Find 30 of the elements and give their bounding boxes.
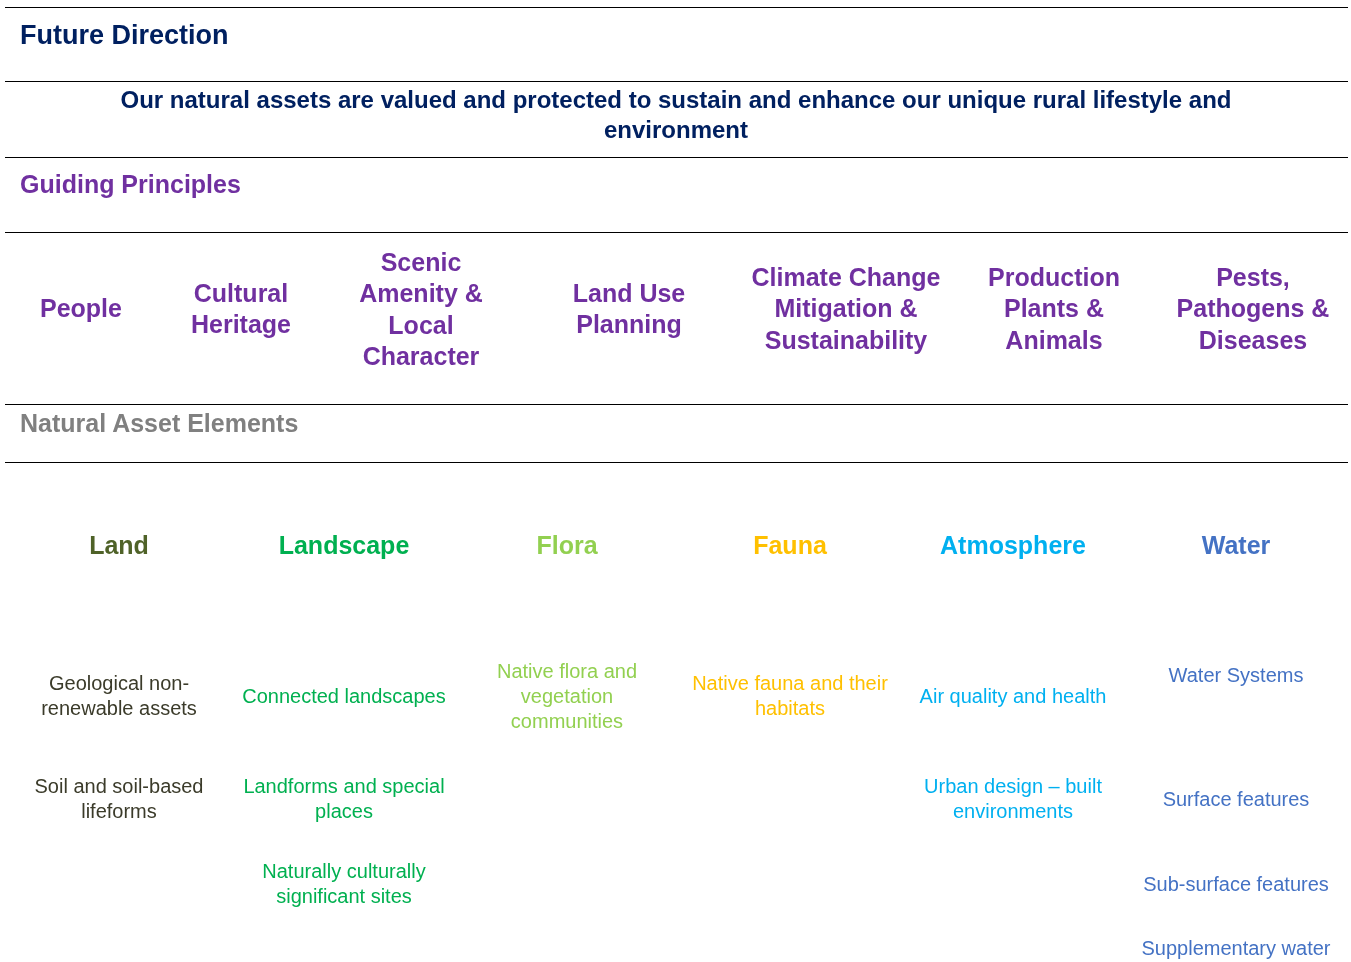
element-text: Soil and soil-based lifeforms <box>33 774 205 824</box>
element-text: Native fauna and their habitats <box>691 671 889 721</box>
section-heading: Natural Asset Elements <box>20 408 299 440</box>
element-text: Geological non-renewable assets <box>40 671 198 721</box>
column-heading: Flora <box>535 530 599 562</box>
principle-heading: People <box>39 293 123 325</box>
principle-heading: Scenic Amenity & Local Character <box>358 246 484 372</box>
element-text: Supplementary water <box>1140 935 1332 961</box>
element-text: Sub-surface features <box>1142 871 1330 897</box>
element-text: Surface features <box>1161 786 1311 812</box>
principle-heading: Cultural Heritage <box>189 277 292 340</box>
column-heading: Water <box>1200 530 1272 562</box>
element-text: Urban design – built environments <box>923 774 1103 824</box>
principle-heading: Climate Change Mitigation & Sustainability <box>750 262 942 356</box>
column-heading: Fauna <box>752 530 828 562</box>
subtitle: Our natural assets are valued and protected to sustain and enhance our unique rural lifestyle and environment <box>119 85 1233 145</box>
element-text: Native flora and vegetation communities <box>495 658 639 734</box>
section-heading: Guiding Principles <box>20 169 241 201</box>
element-text: Naturally culturally significant sites <box>261 859 427 909</box>
principle-heading: Pests, Pathogens & Diseases <box>1175 262 1331 356</box>
principle-heading: Production Plants & Animals <box>987 262 1121 356</box>
column-heading: Atmosphere <box>939 530 1087 562</box>
element-text: Connected landscapes <box>241 683 447 709</box>
element-text: Landforms and special places <box>242 774 446 824</box>
column-heading: Land <box>88 530 150 562</box>
element-text: Water Systems <box>1167 662 1305 688</box>
principle-heading: Land Use Planning <box>571 277 687 340</box>
element-text: Air quality and health <box>918 683 1108 709</box>
page-title: Future Direction <box>20 20 229 51</box>
column-heading: Landscape <box>277 530 411 562</box>
